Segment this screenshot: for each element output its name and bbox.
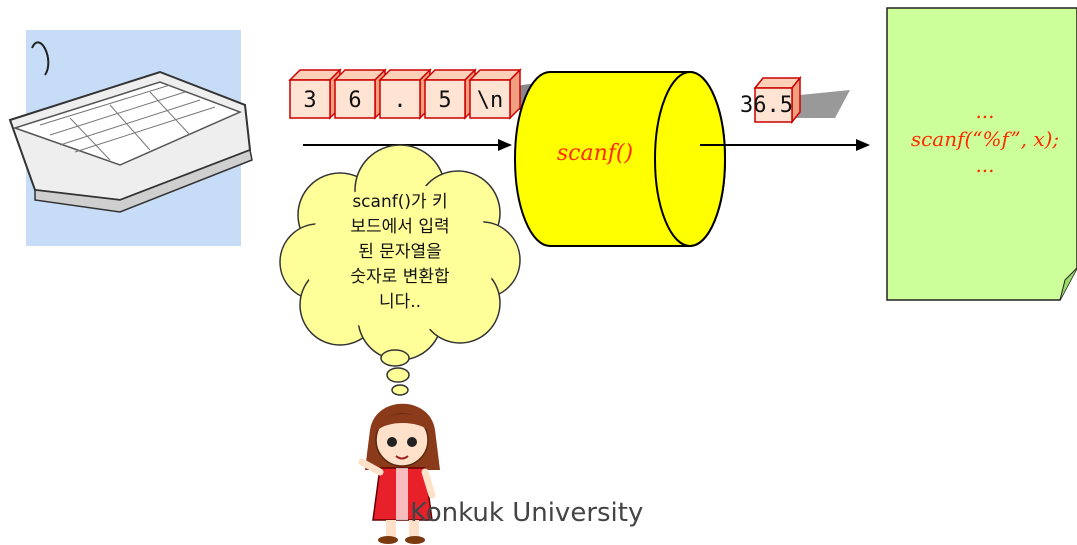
char-box: \n (468, 68, 522, 120)
output-box: 36.5 (740, 75, 802, 125)
doc-line2: scanf(“%f”, x); (911, 127, 1059, 151)
program-document: ... scanf(“%f”, x); ... (886, 7, 1077, 301)
output-shadow (785, 90, 850, 118)
char-box: . (378, 68, 432, 120)
footer-text: Konkuk University (410, 498, 644, 528)
char-label: . (393, 88, 406, 113)
char-box: 3 (288, 68, 342, 120)
char-label: \n (477, 88, 504, 113)
char-label: 3 (303, 88, 316, 113)
output-arrow (700, 139, 870, 151)
char-label: 6 (348, 88, 361, 113)
char-box: 5 (423, 68, 477, 120)
bubble-text: scanf()가 키 보드에서 입력 된 문자열을 숫자로 변환합 니다.. (350, 192, 450, 312)
output-value: 36.5 (740, 93, 793, 118)
girl-character-icon (358, 403, 440, 544)
scanf-cylinder: scanf() (514, 71, 726, 247)
thought-bubble (279, 144, 521, 396)
scanf-label: scanf() (557, 141, 633, 166)
char-box: 6 (333, 68, 387, 120)
doc-line1: ... (975, 99, 994, 123)
char-label: 5 (438, 88, 451, 113)
keyboard-icon (8, 30, 253, 246)
doc-line3: ... (975, 153, 994, 177)
input-char-boxes: 3 6 . 5 \n (288, 68, 522, 120)
